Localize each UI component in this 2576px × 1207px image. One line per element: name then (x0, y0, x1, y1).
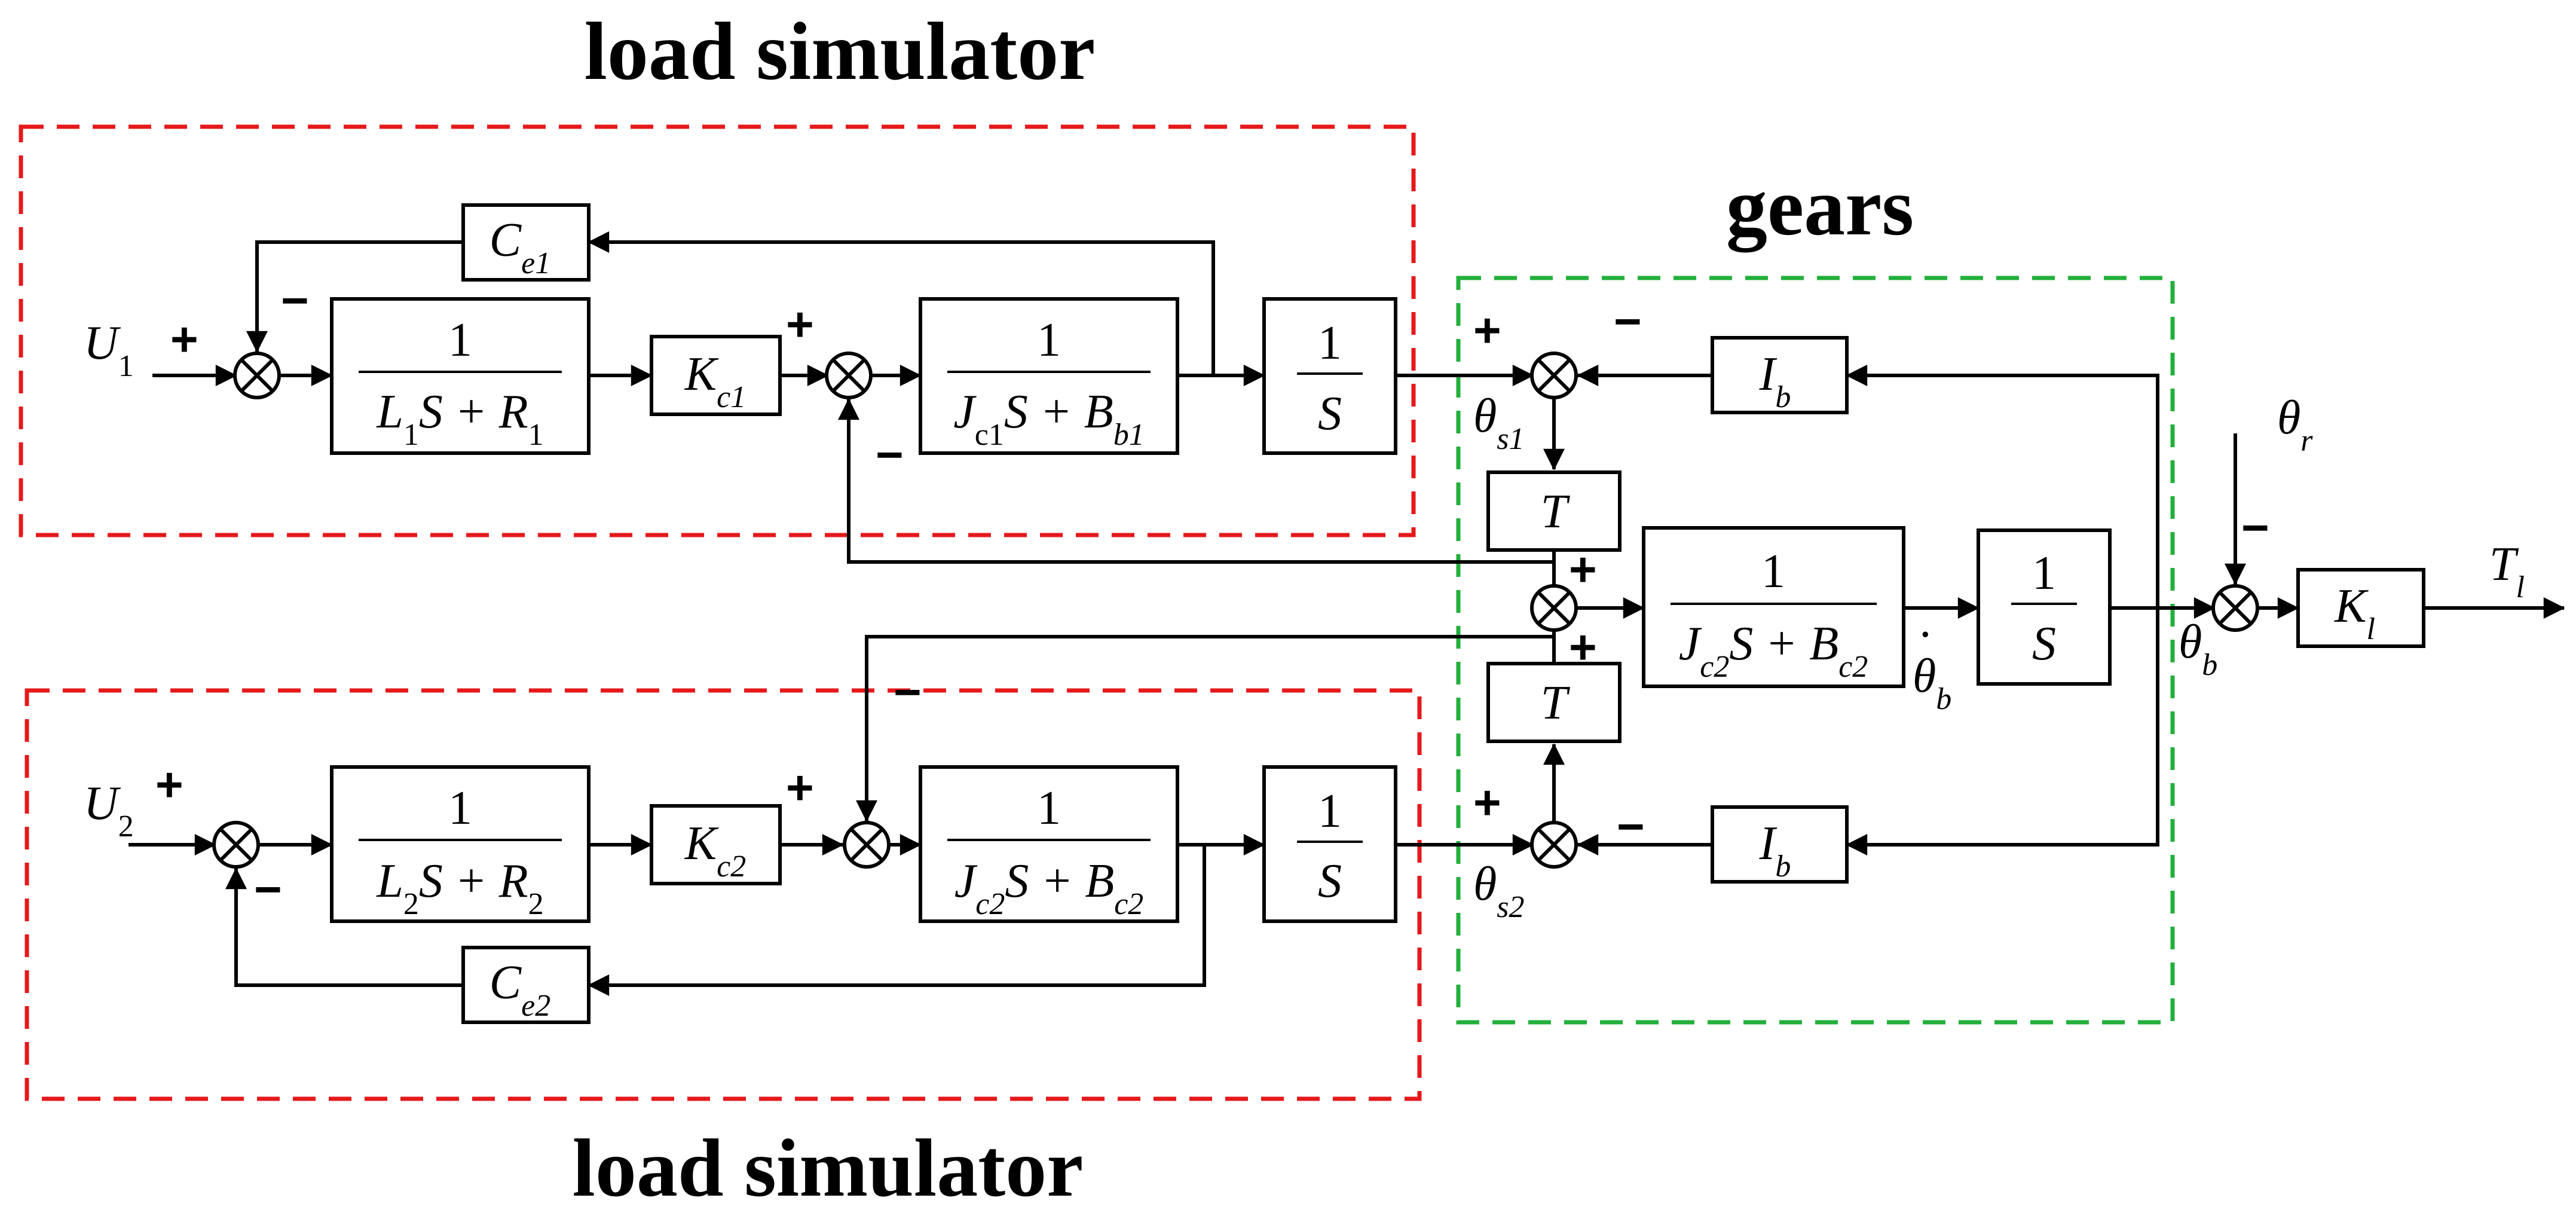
block-mechanical-1: 1 Jc1S + Bb1 (919, 297, 1179, 455)
block-integrator-center: 1 S (1977, 528, 2112, 686)
svg-text:Jc1S + Bb1: Jc1S + Bb1 (953, 386, 1144, 452)
title-bottom: load simulator (573, 1122, 1084, 1207)
svg-text:Ib: Ib (1759, 348, 1791, 414)
sum-junction-gear-bottom (1530, 821, 1578, 869)
block-integrator-bottom: 1 S (1262, 765, 1397, 923)
svg-text:+: + (786, 761, 814, 814)
svg-text:+: + (170, 313, 198, 366)
sum-junction-output (2211, 584, 2259, 632)
label-theta-b: θb (2179, 616, 2217, 682)
label-theta-b-dot: θb (1913, 650, 1951, 716)
block-electrical-1: 1 L1S + R1 (330, 297, 591, 455)
svg-text:1: 1 (2032, 547, 2056, 600)
svg-text:−: − (894, 665, 922, 719)
block-ib-top: Ib (1711, 336, 1849, 414)
block-mechanical-center: 1 Jc2S + Bc2 (1642, 526, 1905, 688)
svg-text:+: + (155, 758, 183, 811)
svg-text:S: S (1318, 855, 1342, 907)
svg-text:1: 1 (448, 782, 472, 835)
svg-text:Jc2S + Bc2: Jc2S + Bc2 (954, 855, 1144, 921)
svg-text:+: + (1569, 621, 1597, 674)
label-theta-s1: θs1 (1473, 390, 1525, 456)
title-gears: gears (1726, 161, 1914, 252)
sum-junction-bottom-torque (843, 821, 891, 869)
svg-text:−: − (1617, 800, 1645, 853)
svg-text:1: 1 (1318, 785, 1342, 838)
sum-junction-bottom-input (212, 821, 260, 869)
svg-text:T: T (1541, 677, 1571, 729)
title-top: load simulator (585, 5, 1096, 97)
sum-junction-top-torque (825, 352, 873, 399)
svg-text:+: + (1569, 543, 1597, 596)
svg-text:1: 1 (1037, 314, 1061, 366)
block-t-bottom: T (1486, 662, 1622, 743)
svg-text:Kc2: Kc2 (684, 817, 746, 884)
block-ce2: Ce2 (461, 946, 591, 1024)
svg-text:+: + (786, 298, 814, 351)
sum-junction-gear-top (1530, 352, 1578, 399)
svg-text:L1S + R1: L1S + R1 (376, 386, 543, 452)
svg-text:−: − (876, 428, 904, 481)
label-u2: U2 (84, 777, 134, 844)
label-theta-r: θr (2277, 392, 2313, 458)
svg-text:1: 1 (1037, 782, 1061, 835)
svg-text:1: 1 (1318, 317, 1342, 369)
svg-text:S: S (2032, 618, 2056, 670)
wires (129, 231, 2565, 996)
frame-load-simulator-top (19, 124, 1416, 537)
svg-text:Ib: Ib (1759, 817, 1791, 884)
svg-text:−: − (281, 274, 309, 327)
svg-text:L2S + R2: L2S + R2 (376, 855, 543, 921)
svg-text:+: + (1473, 304, 1501, 357)
sum-junction-top-input (233, 352, 281, 399)
block-kc2: Kc2 (650, 804, 782, 885)
label-output-tl: Tl (2489, 538, 2525, 604)
svg-text:−: − (254, 863, 282, 916)
block-electrical-2: 1 L2S + R2 (330, 765, 591, 923)
block-ib-bottom: Ib (1711, 805, 1849, 884)
label-theta-s2: θs2 (1473, 858, 1525, 924)
svg-text:1: 1 (448, 314, 472, 366)
frame-load-simulator-bottom (25, 688, 1422, 1101)
frame-gears (1456, 276, 2175, 1025)
block-ce1: Ce1 (461, 203, 591, 282)
block-t-top: T (1486, 470, 1622, 552)
sum-junction-gear-center (1530, 584, 1578, 632)
svg-text:Ce2: Ce2 (489, 957, 550, 1023)
block-kc1: Kc1 (650, 335, 782, 416)
svg-text:Kl: Kl (2334, 580, 2375, 646)
svg-text:S: S (1318, 387, 1342, 440)
label-u1: U1 (84, 317, 134, 383)
svg-text:Kc1: Kc1 (684, 348, 746, 414)
svg-text:Ce1: Ce1 (489, 214, 550, 280)
label-dot-accent: · (1917, 609, 1933, 661)
svg-text:Jc2S + Bc2: Jc2S + Bc2 (1679, 618, 1868, 684)
block-mechanical-2: 1 Jc2S + Bc2 (919, 765, 1179, 923)
block-kl: Kl (2296, 568, 2425, 648)
svg-text:−: − (1614, 295, 1642, 348)
svg-text:+: + (1473, 776, 1501, 829)
svg-text:1: 1 (1761, 545, 1785, 598)
block-integrator-top: 1 S (1262, 297, 1397, 455)
svg-text:−: − (2241, 501, 2269, 554)
signs: + − + − + − + + − + − + − + − (155, 274, 2269, 916)
svg-text:T: T (1541, 485, 1571, 538)
